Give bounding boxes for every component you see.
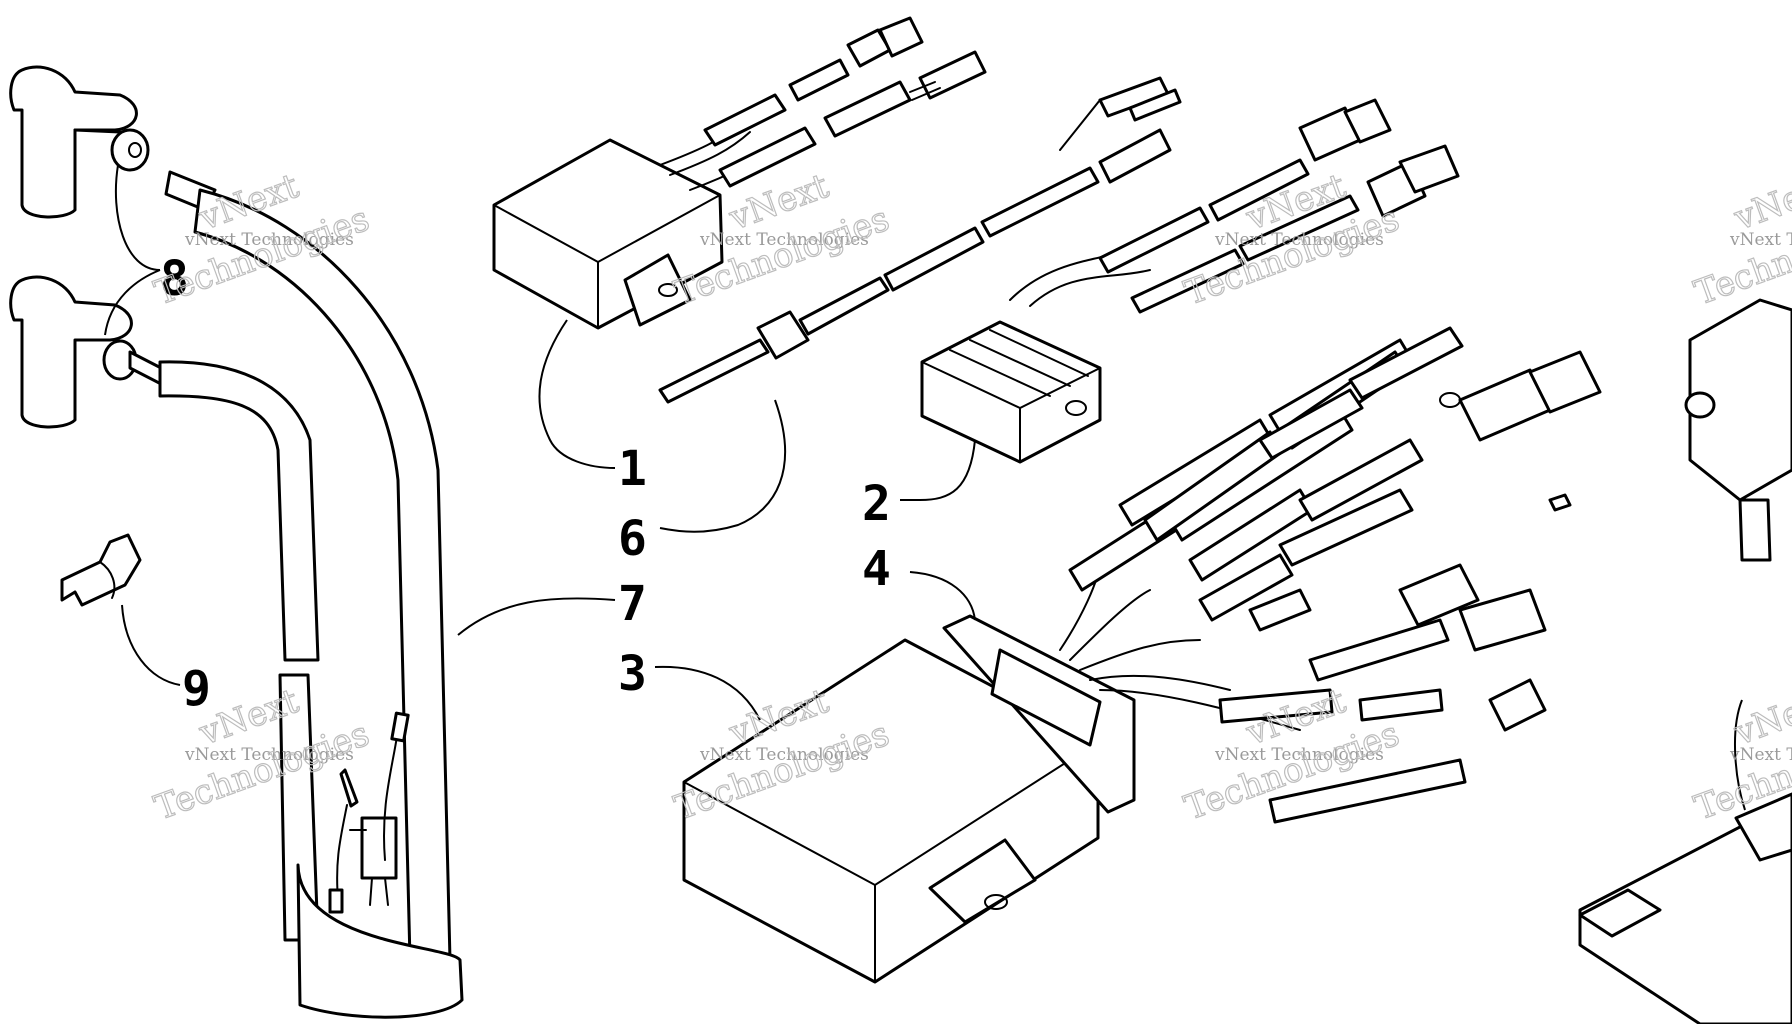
callout-7: 7 bbox=[618, 576, 647, 632]
svg-text:vNext Technologies: vNext Technologies bbox=[699, 230, 869, 250]
callout-3: 3 bbox=[618, 646, 647, 702]
svg-text:vNext Technologies: vNext Technologies bbox=[1729, 745, 1792, 765]
regulator-part-2[interactable] bbox=[920, 98, 1460, 464]
svg-text:vNext Technologies: vNext Technologies bbox=[1729, 230, 1792, 250]
temp-sensor-part-6[interactable] bbox=[658, 76, 1182, 404]
svg-text:vNext Technologies: vNext Technologies bbox=[1214, 230, 1384, 250]
ignition-coil[interactable] bbox=[164, 170, 464, 1019]
spark-plug-caps[interactable] bbox=[9, 65, 320, 662]
callout-numbers: 8 1 6 7 3 2 4 9 bbox=[160, 251, 891, 717]
callout-6: 6 bbox=[618, 511, 647, 567]
partial-part-right[interactable] bbox=[1578, 298, 1792, 1024]
svg-text:vNext Technologies: vNext Technologies bbox=[699, 745, 869, 765]
callout-8: 8 bbox=[160, 251, 189, 307]
harness-part-4[interactable] bbox=[942, 326, 1602, 824]
svg-text:vNext Technologies: vNext Technologies bbox=[184, 745, 354, 765]
wire-clip[interactable] bbox=[60, 533, 142, 607]
callout-1: 1 bbox=[618, 441, 647, 497]
callout-2: 2 bbox=[862, 476, 891, 532]
svg-text:vNext: vNext bbox=[1728, 681, 1792, 754]
svg-text:vNext Technologies: vNext Technologies bbox=[1214, 745, 1384, 765]
svg-text:vNext: vNext bbox=[1728, 166, 1792, 239]
watermark-4: vNext vNext Technologies Technologies bbox=[1689, 165, 1792, 314]
leader-lines bbox=[104, 164, 1746, 811]
callout-9: 9 bbox=[182, 661, 211, 717]
cdi-box-part-3[interactable] bbox=[682, 638, 1100, 984]
module-part-1[interactable] bbox=[492, 16, 987, 330]
svg-text:vNext Technologies: vNext Technologies bbox=[184, 230, 354, 250]
callout-4: 4 bbox=[862, 541, 891, 597]
